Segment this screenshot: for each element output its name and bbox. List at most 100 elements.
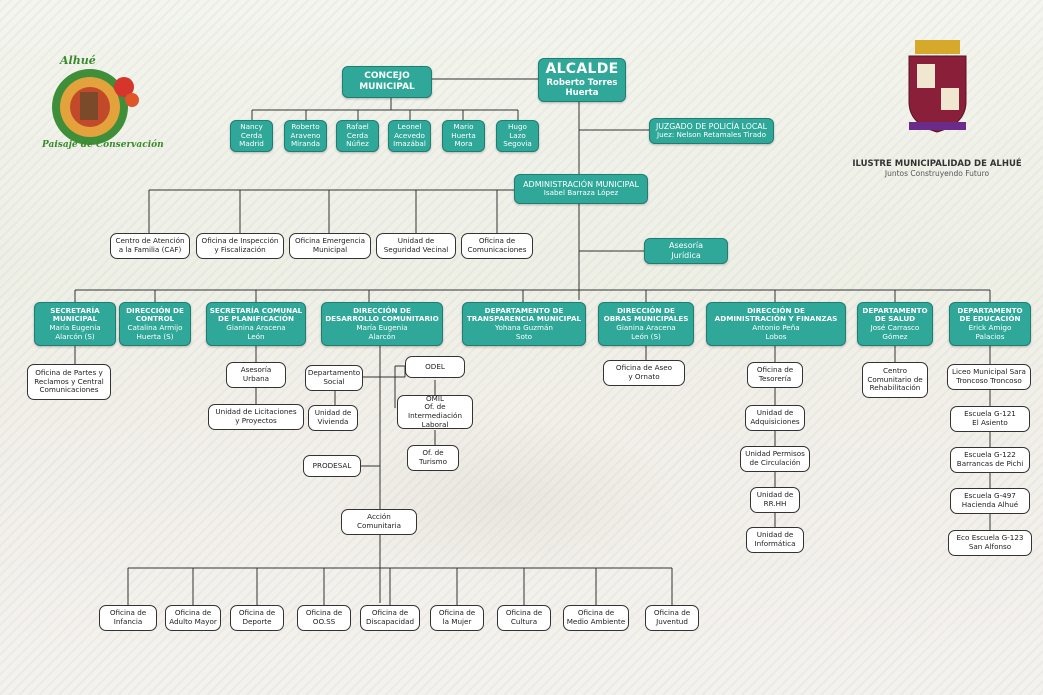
office-line: Oficina de: [577, 608, 615, 618]
concejo-title2: MUNICIPAL: [359, 82, 415, 92]
dept-line: DESARROLLO COMUNITARIO: [325, 314, 439, 324]
dept-line: María Eugenia: [49, 323, 101, 332]
concejal-line: Cerda: [346, 130, 369, 140]
alcalde-box[interactable]: ALCALDE Roberto Torres Huerta: [538, 58, 626, 102]
unit-line: Rehabilitación: [869, 383, 921, 393]
concejal-line: Rafael: [346, 122, 369, 132]
unit-line: de Circulación: [749, 458, 801, 467]
office-line: Seguridad Vecinal: [383, 245, 449, 254]
prodesal-box[interactable]: PRODESAL: [303, 455, 361, 477]
concejal-line: Mora: [454, 139, 473, 149]
dept-line: DEPARTAMENTO DE: [484, 305, 564, 315]
unit-line: Liceo Municipal Sara: [952, 367, 1026, 377]
unit-line: Comunicaciones: [39, 385, 99, 395]
unit-line: y Proyectos: [235, 416, 277, 425]
administracion-box[interactable]: ADMINISTRACIÓN MUNICIPAL Isabel Barraza …: [514, 174, 648, 204]
concejo-municipal-box[interactable]: CONCEJO MUNICIPAL: [342, 66, 432, 98]
unit-line: El Asiento: [972, 418, 1008, 427]
odel-box[interactable]: ODEL: [405, 356, 465, 378]
office-line: la Mujer: [442, 617, 472, 626]
office-line: Oficina de: [305, 608, 343, 618]
concejal-line: Roberto: [291, 122, 320, 132]
concejal-line: Madrid: [239, 139, 264, 149]
unit-line: ODEL: [425, 361, 445, 371]
dept-line: OBRAS MUNICIPALES: [603, 314, 689, 324]
office-line: Oficina de: [238, 608, 276, 618]
unit-line: Vivienda: [317, 417, 349, 426]
unit-line: Of. de: [422, 448, 444, 458]
dept-line: Huerta (S): [136, 331, 174, 341]
unit-line: Unidad Permisos: [745, 449, 805, 459]
juzgado-box[interactable]: JUZGADO DE POLICÍA LOCAL Juez: Nelson Re…: [649, 118, 774, 144]
alcalde-name-2: Huerta: [565, 88, 599, 99]
office-line: Oficina de: [438, 608, 476, 618]
office-line: Infancia: [113, 617, 143, 626]
unit-line: Troncoso Troncoso: [956, 376, 1022, 385]
unit-line: Tesorería: [758, 374, 792, 383]
office-line: Juventud: [656, 617, 688, 626]
unit-line: Unidad de: [756, 530, 794, 540]
unit-line: Of. de Intermediación: [407, 402, 463, 420]
unit-line: San Alfonso: [968, 542, 1012, 551]
concejal-line: Segovia: [503, 139, 532, 149]
unit-line: Unidad de: [756, 408, 794, 418]
administracion-title: ADMINISTRACIÓN MUNICIPAL: [523, 179, 639, 189]
unit-line: Unidad de: [756, 490, 794, 500]
dept-line: José Carrasco: [870, 323, 920, 332]
dept-line: CONTROL: [135, 314, 175, 324]
dept-line: Palacios: [975, 331, 1005, 341]
dept-line: Alarcón: [368, 331, 396, 341]
